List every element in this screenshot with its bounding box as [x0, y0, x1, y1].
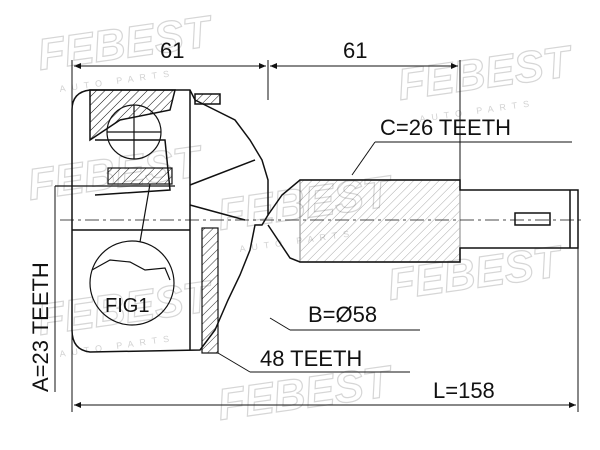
watermark-brand: FEBEST — [395, 37, 577, 110]
dim-right-length: 61 — [343, 38, 367, 63]
dim-abs-ring: 48 TEETH — [260, 346, 362, 371]
fig1-detail — [89, 183, 175, 326]
dim-spline-inner: A=23 TEETH — [28, 262, 53, 392]
dim-spline-outer: C=26 TEETH — [380, 115, 511, 140]
outer-shaft — [267, 179, 579, 263]
leader-lines — [54, 141, 572, 392]
watermark-brand: FEBEST — [35, 7, 217, 80]
ball-detail — [55, 104, 175, 187]
dim-total-length: L=158 — [433, 378, 495, 403]
dim-diameter: B=Ø58 — [308, 302, 377, 327]
figure-label: FIG1 — [105, 295, 149, 317]
abs-ring — [201, 227, 219, 354]
joint-housing — [71, 89, 269, 353]
dim-left-length: 61 — [160, 38, 184, 63]
